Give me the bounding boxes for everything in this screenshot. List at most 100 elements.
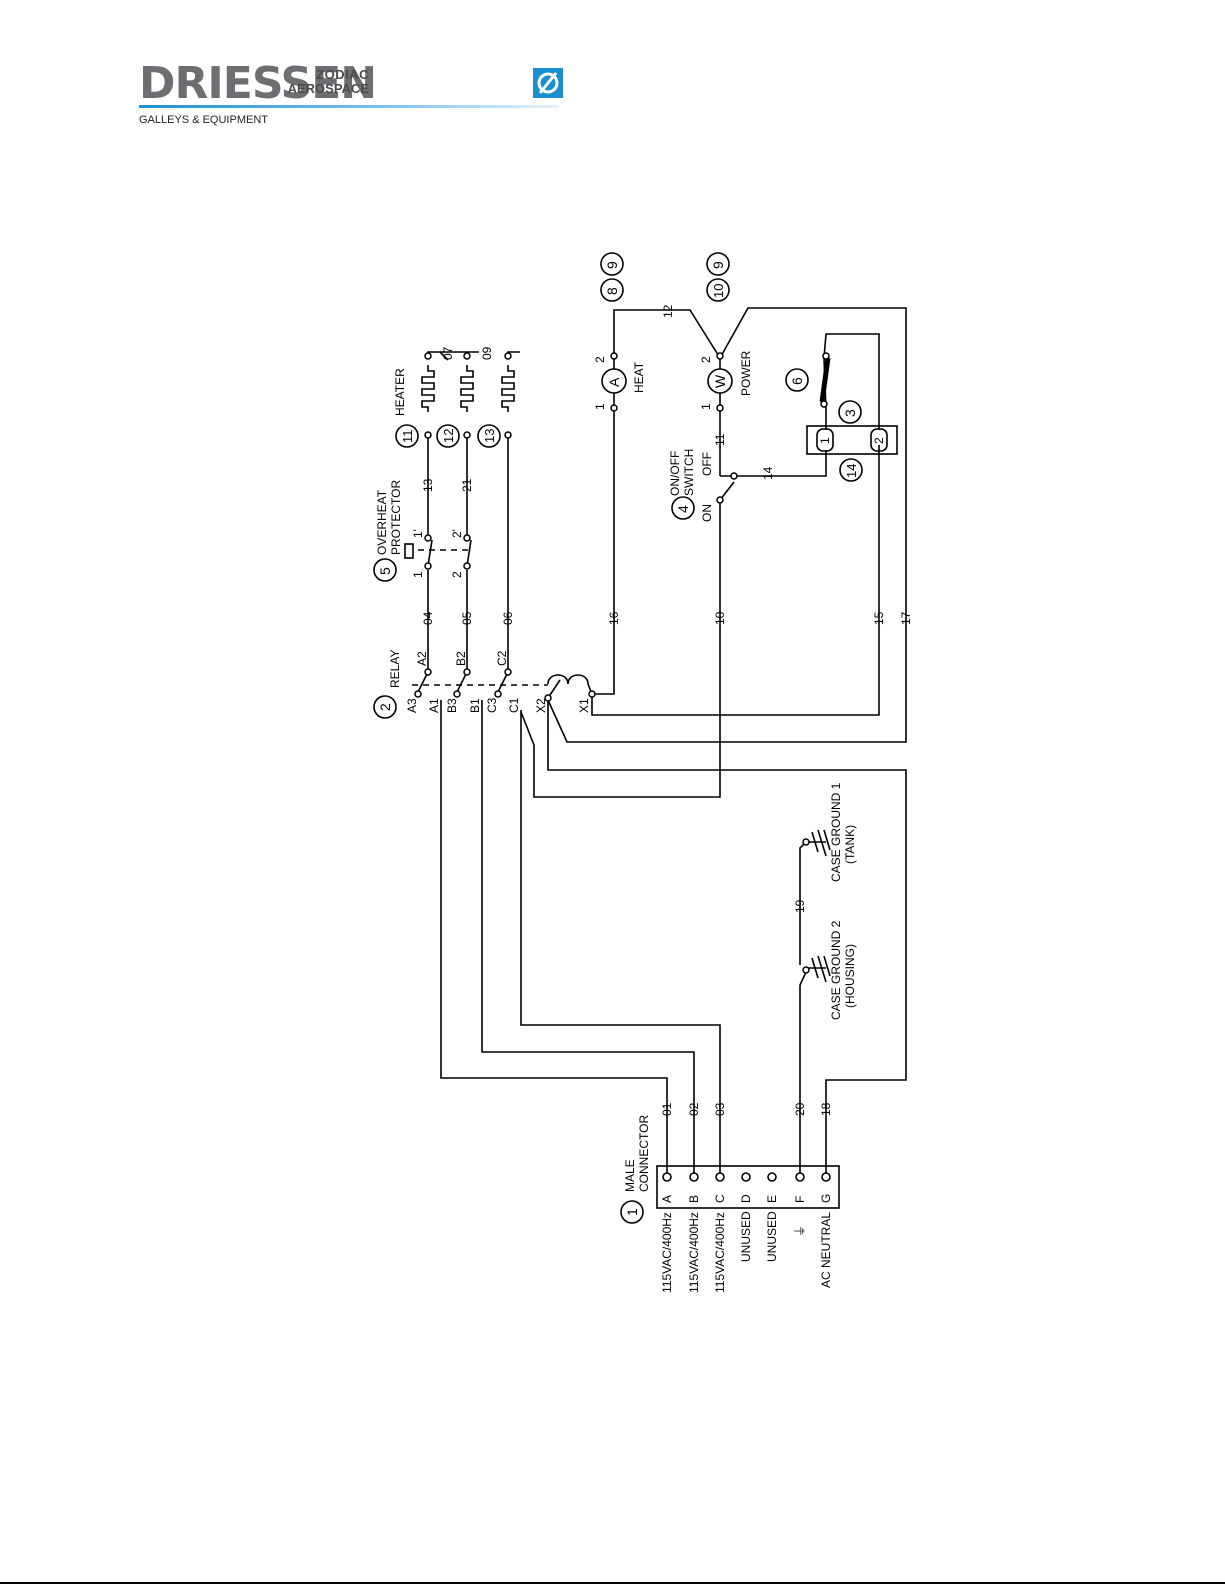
wire-15 [591, 445, 880, 716]
pin-function-d: UNUSED [739, 1211, 753, 1262]
pin-label-e: E [765, 1195, 779, 1203]
wire-18 [547, 700, 907, 1173]
protector-item-number: 5 [377, 567, 393, 575]
lamp-labels: A HEAT 1 2 8 9 W POWER 1 2 10 9 12 [593, 261, 753, 410]
wire-16 [592, 408, 615, 695]
thermostat-block [806, 425, 898, 455]
item-bubble-8 [600, 278, 624, 302]
item-bubble-1 [620, 1200, 644, 1224]
pin-label-d: D [739, 1194, 753, 1203]
heater-item-12: 12 [441, 429, 456, 443]
power-lamp-item-9: 9 [710, 261, 726, 269]
thermostat-item-6: 6 [789, 377, 805, 385]
pin-g [821, 1172, 831, 1182]
wire-label-07: 07 [441, 346, 455, 360]
switch-labels: 4 ON/OFF SWITCH ON OFF 11 14 [668, 433, 775, 522]
item-bubble-5 [373, 558, 397, 582]
heat-lamp-pin-1: 1 [593, 403, 607, 410]
pin-label-b: B [687, 1195, 701, 1203]
protector-arm-1 [427, 539, 433, 567]
power-lamp-pin-2: 2 [699, 356, 713, 363]
item-bubble-11 [395, 424, 419, 448]
wire-03 [520, 710, 721, 1173]
item-bubble-9a [600, 252, 624, 276]
heater-title: HEATER [393, 368, 407, 416]
protector-terminal-2: 2 [450, 571, 464, 578]
item-bubble-2 [373, 695, 397, 719]
item-bubble-12 [436, 424, 460, 448]
protector-labels: 5 OVERHEAT PROTECTOR 1 1' 2 2' 13 21 [375, 478, 474, 578]
connector-item-number: 1 [624, 1208, 640, 1216]
wire-label-06: 06 [501, 611, 515, 625]
pin-label-g: G [819, 1194, 833, 1203]
thermostat-terminal-1-label: 1 [818, 437, 832, 444]
wire-label-04: 04 [421, 611, 435, 625]
thermostat-labels: 6 3 14 1 2 [789, 377, 886, 478]
power-lamp-pin-1: 1 [699, 403, 713, 410]
item-bubble-3 [838, 400, 862, 424]
protector-cap [404, 543, 414, 559]
relay-terminal-a2: A2 [415, 651, 429, 666]
case-ground-2-icon [806, 955, 831, 983]
protector-terminal-1p: 1' [411, 529, 425, 538]
brand-underline [139, 105, 559, 108]
relay-item-number: 2 [377, 703, 393, 711]
pin-e [767, 1172, 777, 1182]
pin-function-b: 115VAC/400Hz [687, 1212, 701, 1293]
footer-rule [0, 1582, 1225, 1584]
wire-label-21: 21 [460, 478, 474, 492]
power-lamp-item-10: 10 [711, 284, 726, 298]
wire-20 [799, 971, 807, 1173]
pin-function-e: UNUSED [765, 1211, 779, 1262]
pin-label-f: F [793, 1196, 807, 1203]
power-lamp-label: POWER [739, 350, 753, 396]
thermostat-terminal-2-label: 2 [872, 437, 886, 444]
pin-d [741, 1172, 751, 1182]
case-ground-2-line2: (HOUSING) [843, 944, 857, 1008]
thermostat-terminal-2 [870, 428, 888, 452]
pin-function-f: ⏚ [793, 1225, 807, 1237]
relay-terminal-b1: B1 [468, 698, 482, 713]
protector-arm-2 [466, 539, 472, 567]
partner-name-line2: AEROSPACE [287, 81, 369, 96]
item-bubble-6 [785, 368, 809, 392]
page-header: DRIESSEN GALLEYS & EQUIPMENT ZODIAC AERO… [0, 0, 1225, 140]
protector-terminal-1: 1 [411, 571, 425, 578]
wire-label-01: 01 [660, 1102, 674, 1116]
heater-item-13: 13 [482, 429, 497, 443]
relay-terminal-c2: C2 [495, 650, 509, 666]
relay-terminal-b2: B2 [454, 651, 468, 666]
brand-tagline: GALLEYS & EQUIPMENT [139, 114, 268, 126]
item-bubble-10 [706, 278, 730, 302]
brand-wordmark: DRIESSEN [139, 58, 377, 109]
pin-function-c: 115VAC/400Hz [713, 1212, 727, 1293]
connector-title-line2: CONNECTOR [637, 1115, 651, 1192]
heater-11-element [421, 365, 435, 412]
item-bubble-14 [839, 458, 863, 482]
item-bubble-13 [477, 424, 501, 448]
pin-f [795, 1172, 805, 1182]
zodiac-mark-icon [533, 68, 563, 98]
heat-lamp-item-8: 8 [604, 287, 620, 295]
thermostat-item-3: 3 [842, 409, 858, 417]
wire-label-15: 15 [872, 611, 886, 625]
switch-title-line1: ON/OFF [668, 451, 682, 496]
connector-labels: A B C D E F G 115VAC/400Hz 115VAC/400Hz … [623, 1102, 833, 1293]
heater-item-11: 11 [400, 430, 415, 444]
case-ground-2-line1: CASE GROUND 2 [829, 920, 843, 1020]
case-ground-1-line1: CASE GROUND 1 [829, 782, 843, 882]
wire-label-12: 12 [661, 304, 675, 318]
relay-terminal-c1: C1 [507, 697, 521, 713]
ground-labels: CASE GROUND 1 (TANK) CASE GROUND 2 (HOUS… [793, 782, 857, 1020]
power-lamp-symbol: W [712, 374, 728, 388]
wire-02 [481, 700, 695, 1173]
heater-13-element [501, 365, 515, 412]
pin-c [715, 1172, 725, 1182]
wire-14 [720, 450, 827, 477]
wire-label-09: 09 [480, 346, 494, 360]
thermostat-probe [819, 357, 831, 403]
wire-10 [520, 500, 721, 798]
switch-arm [719, 481, 735, 501]
switch-item-number: 4 [675, 505, 691, 513]
pin-function-g: AC NEUTRAL [819, 1212, 833, 1288]
